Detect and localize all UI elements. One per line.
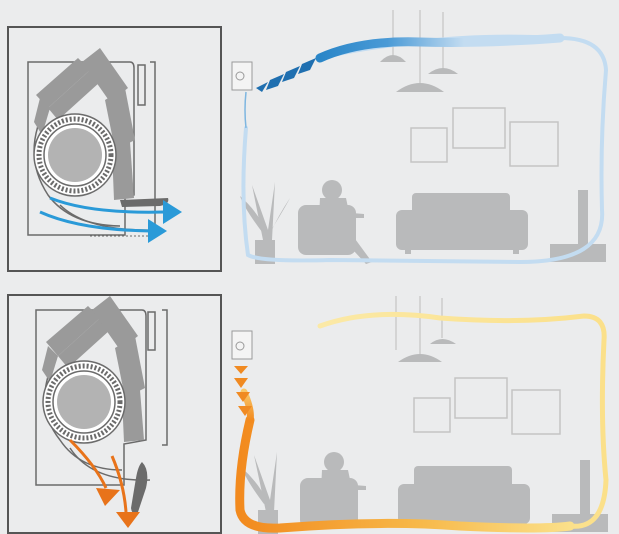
- picture-frame-icon: [411, 108, 558, 166]
- cooling-panel: [8, 10, 606, 271]
- room-icon: [242, 296, 608, 534]
- pendant-lamp-icon: [396, 296, 456, 362]
- person-on-sofa-icon: [298, 180, 372, 264]
- pendant-lamp-icon: [380, 10, 458, 92]
- room-icon: [240, 10, 606, 264]
- heating-panel: [8, 295, 608, 534]
- fan-icon: [34, 114, 116, 196]
- sofa-icon: [396, 193, 528, 254]
- fan-icon: [43, 361, 125, 443]
- tv-icon: [552, 460, 608, 532]
- person-on-sofa-icon: [300, 452, 366, 528]
- wall-unit-icon: [232, 331, 252, 359]
- wall-unit-icon: [232, 62, 252, 90]
- sofa-icon: [398, 466, 530, 524]
- picture-frame-icon: [414, 378, 560, 434]
